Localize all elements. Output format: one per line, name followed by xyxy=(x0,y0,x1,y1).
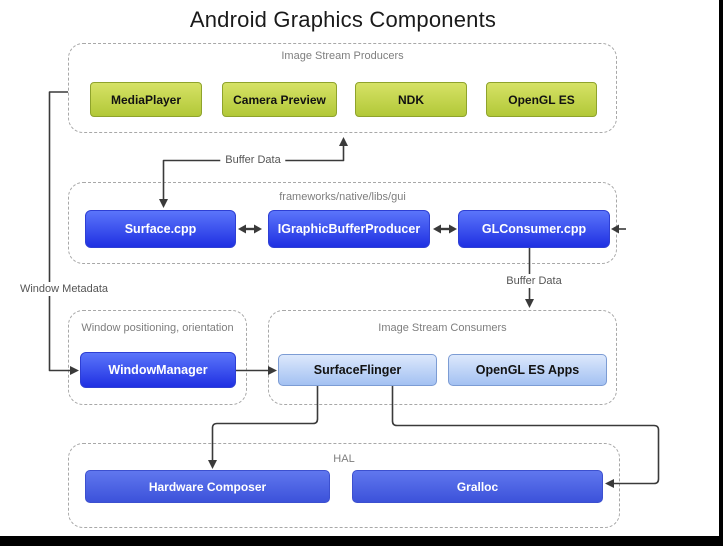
arrowhead-into-producers xyxy=(339,137,348,146)
arrowhead-into-consumers xyxy=(525,299,534,308)
node-glconsumer-cpp: GLConsumer.cpp xyxy=(458,210,610,248)
node-hardware-composer: Hardware Composer xyxy=(85,470,330,503)
node-ndk: NDK xyxy=(355,82,467,117)
node-windowmanager: WindowManager xyxy=(80,352,236,388)
group-label-consumers: Image Stream Consumers xyxy=(378,322,507,334)
label-buffer-data-producers: Buffer Data xyxy=(220,153,286,167)
node-mediaplayer: MediaPlayer xyxy=(90,82,202,117)
diagram-title: Android Graphics Components xyxy=(189,7,497,32)
node-surface-cpp: Surface.cpp xyxy=(85,210,236,248)
label-buffer-data-consumers: Buffer Data xyxy=(501,274,567,288)
node-gralloc: Gralloc xyxy=(352,470,603,503)
group-image-stream-producers: Image Stream Producers xyxy=(68,43,617,133)
group-label-window-positioning: Window positioning, orientation xyxy=(81,322,234,334)
group-label-producers: Image Stream Producers xyxy=(281,50,404,62)
node-camera-preview: Camera Preview xyxy=(222,82,337,117)
group-label-hal: HAL xyxy=(333,453,355,465)
group-hal: HAL xyxy=(68,443,620,528)
group-label-frameworks: frameworks/native/libs/gui xyxy=(279,191,406,203)
node-surfaceflinger: SurfaceFlinger xyxy=(278,354,437,386)
label-window-metadata: Window Metadata xyxy=(14,282,114,296)
node-igraphicbufferproducer: IGraphicBufferProducer xyxy=(268,210,430,248)
node-opengl-es: OpenGL ES xyxy=(486,82,597,117)
frame-bottom-bar xyxy=(0,536,723,546)
frame-right-bar xyxy=(719,0,723,546)
connector-window-metadata xyxy=(48,91,70,372)
node-opengl-es-apps: OpenGL ES Apps xyxy=(448,354,607,386)
